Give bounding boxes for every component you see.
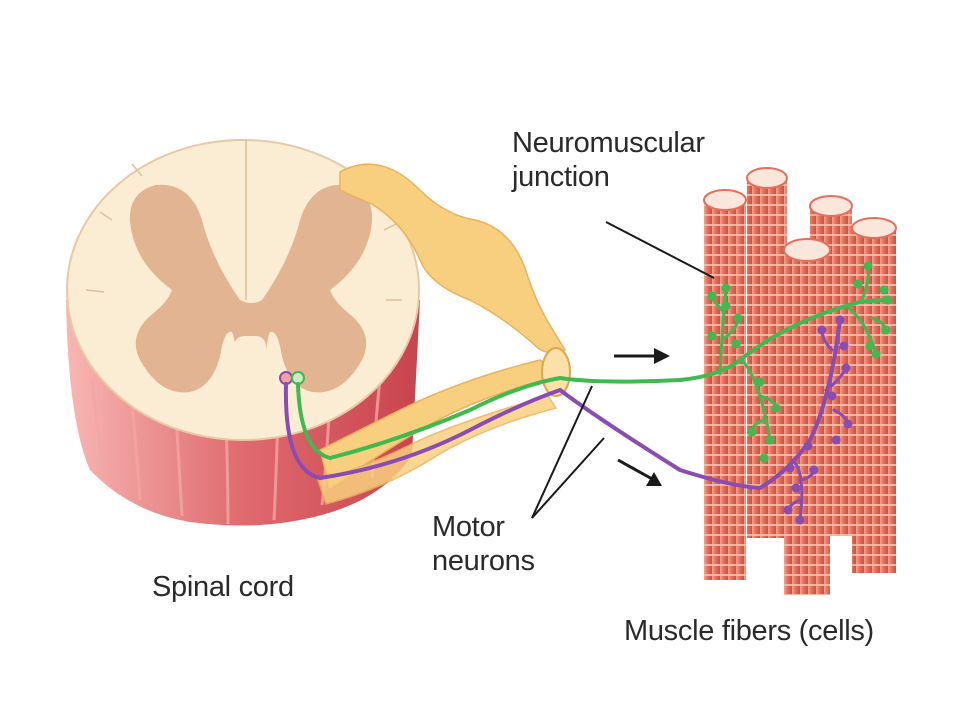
muscle-fibers [703, 167, 897, 595]
axon-green [296, 298, 890, 461]
signal-arrows [614, 348, 670, 486]
green-nerve-endings [710, 266, 888, 442]
gray-matter [129, 184, 373, 393]
label-line: junction [512, 161, 610, 193]
green-synaptic-terminals [707, 261, 893, 463]
spinal-cord [66, 139, 420, 526]
arrow-right-icon [614, 348, 670, 364]
leader-lines [531, 221, 715, 519]
muscle-fiber [746, 167, 788, 538]
muscle-fiber [703, 189, 747, 580]
label-line: Motor [432, 511, 505, 543]
central-canal [234, 336, 266, 392]
label-line: Neuromuscular [512, 127, 705, 159]
purple-synaptic-terminals [783, 315, 853, 525]
neuromuscular-junction-label: Neuromuscular junction [512, 126, 705, 194]
muscle-fiber [783, 238, 831, 595]
junction-leader [605, 221, 715, 279]
arrow-down-right-icon [617, 458, 662, 486]
label-line: neurons [432, 545, 535, 577]
motor-neurons-leader-1 [531, 385, 593, 519]
nerve-cut-end [541, 347, 571, 397]
ventral-root-lower [317, 395, 558, 505]
motor-neurons-label: Motor neurons [432, 510, 535, 578]
muscle-fiber [851, 217, 897, 573]
motor-neurons-leader-2 [531, 437, 605, 519]
spinal-cord-label: Spinal cord [152, 571, 294, 603]
motor-neurons [283, 261, 893, 525]
muscle-fibers-label: Muscle fibers (cells) [624, 615, 874, 647]
